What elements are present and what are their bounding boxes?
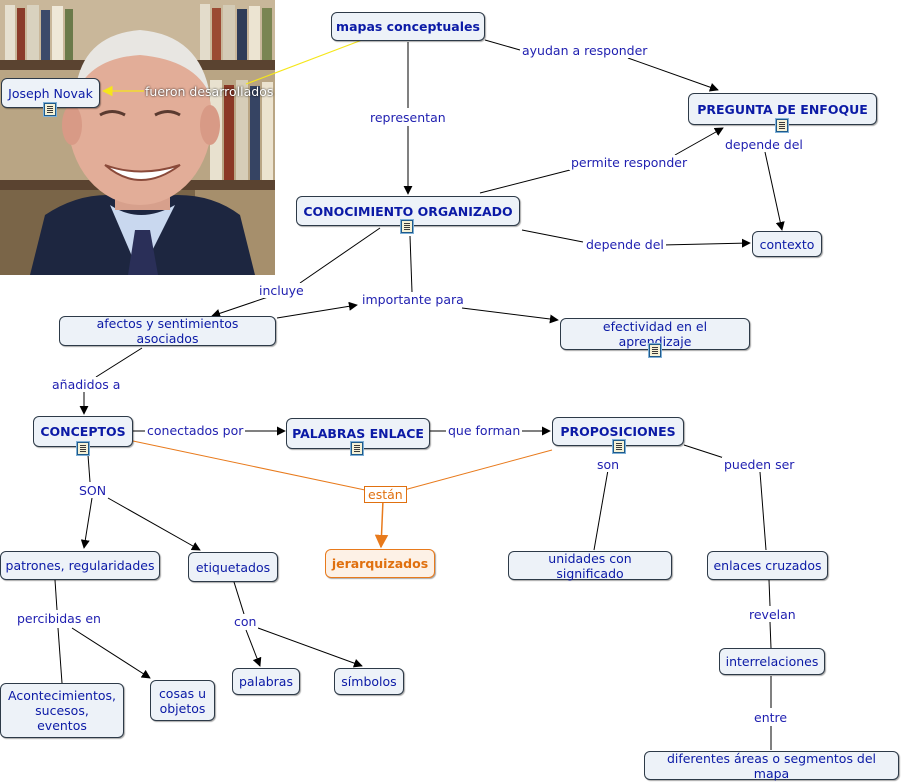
link-incluye[interactable]: incluye: [257, 283, 306, 298]
link-percibidas-en[interactable]: percibidas en: [15, 611, 103, 626]
link-importante-para[interactable]: importante para: [360, 292, 466, 307]
edge-conocimiento-importante: [409, 235, 413, 293]
link-entre[interactable]: entre: [752, 710, 790, 725]
edge-mapas-ayudan: [484, 39, 521, 51]
document-icon[interactable]: [77, 442, 89, 455]
edge-depende-contexto-2: [661, 238, 751, 248]
link-representan[interactable]: representan: [368, 110, 448, 125]
edge-pueden-enlaces: [759, 471, 767, 551]
link-anadidos-a[interactable]: añadidos a: [50, 377, 123, 392]
node-afectos-label: afectos y sentimientos asociados: [96, 316, 239, 346]
edge-son-etiquetados: [107, 497, 201, 551]
node-acontecimientos-label: Acontecimientos, sucesos, eventos: [7, 688, 116, 733]
document-icon[interactable]: [776, 119, 788, 132]
node-cosas-u-objetos[interactable]: cosas u objetos: [150, 680, 215, 721]
edge-conceptos-estan: [132, 440, 366, 491]
link-son-conceptos[interactable]: SON: [77, 483, 109, 498]
edge-conocimiento-depende: [521, 229, 584, 243]
node-conceptos-label: CONCEPTOS: [40, 424, 126, 439]
link-que-forman[interactable]: que forman: [446, 423, 523, 438]
node-simbolos[interactable]: símbolos: [334, 668, 404, 695]
node-etiquetados[interactable]: etiquetados: [188, 552, 278, 582]
node-jerarquizados[interactable]: jerarquizados: [325, 549, 435, 578]
node-pregunta-de-enfoque-label: PREGUNTA DE ENFOQUE: [697, 101, 868, 117]
edge-conceptos-son: [87, 454, 91, 483]
link-fueron-desarrollados[interactable]: fueron desarrollados: [145, 84, 274, 99]
edge-depende-contexto-1: [764, 151, 785, 231]
node-patrones[interactable]: patrones, regularidades: [0, 551, 160, 580]
node-palabras-enlace[interactable]: PALABRAS ENLACE: [286, 418, 430, 449]
edge-enlaces-revelan: [768, 579, 771, 607]
node-enlaces-cruzados[interactable]: enlaces cruzados: [707, 551, 828, 580]
node-palabras-enlace-label: PALABRAS ENLACE: [292, 426, 424, 441]
node-enlaces-cruzados-label: enlaces cruzados: [713, 558, 822, 573]
node-etiquetados-label: etiquetados: [195, 559, 271, 575]
node-diferentes-areas[interactable]: diferentes áreas o segmentos del mapa: [644, 750, 899, 781]
link-pueden-ser[interactable]: pueden ser: [722, 457, 797, 472]
edge-afectos-anadidos: [95, 347, 143, 378]
edge-mapas-fueron: [245, 39, 363, 85]
edge-conocimiento-permite: [479, 169, 571, 194]
node-jerarquizados-label: jerarquizados: [331, 556, 429, 571]
link-ayudan-a-responder[interactable]: ayudan a responder: [520, 43, 650, 58]
edge-ayudan-pregunta: [627, 57, 719, 92]
edge-proposiciones-estan: [403, 449, 553, 491]
document-icon[interactable]: [44, 103, 56, 116]
document-icon[interactable]: [613, 440, 625, 453]
node-efectividad-label: efectividad en el aprendizaje: [602, 319, 708, 349]
link-revelan[interactable]: revelan: [747, 607, 798, 622]
document-icon[interactable]: [649, 344, 661, 357]
node-interrelaciones-label: interrelaciones: [725, 654, 819, 669]
document-icon[interactable]: [351, 442, 363, 455]
link-permite-responder[interactable]: permite responder: [569, 155, 690, 170]
link-depende-del-pregunta[interactable]: depende del: [723, 137, 805, 152]
edge-percibidas-cosas: [71, 627, 151, 679]
edge-importante-efectividad: [461, 307, 559, 324]
node-simbolos-label: símbolos: [341, 674, 397, 689]
edge-revelan-interrelaciones: [769, 621, 772, 649]
edge-proposiciones-pueden: [683, 444, 725, 459]
edge-estan-jerarquizados: [374, 499, 389, 549]
edge-afectos-importante: [276, 301, 358, 319]
node-unidades[interactable]: unidades con significado: [508, 550, 672, 581]
link-son-proposiciones[interactable]: son: [595, 457, 622, 472]
node-palabras-label: palabras: [239, 674, 293, 689]
link-estan[interactable]: están: [364, 486, 407, 503]
edge-con-simbolos: [257, 627, 363, 668]
edge-percibidas-acontecimientos: [57, 627, 63, 684]
node-contexto-label: contexto: [759, 236, 815, 252]
node-afectos[interactable]: afectos y sentimientos asociados: [59, 316, 276, 346]
node-mapas-conceptuales[interactable]: mapas conceptuales: [331, 12, 485, 41]
edge-patrones-percibidas: [54, 579, 58, 611]
document-icon[interactable]: [401, 220, 413, 233]
node-proposiciones-label: PROPOSICIONES: [560, 424, 676, 439]
node-acontecimientos[interactable]: Acontecimientos, sucesos, eventos: [0, 683, 124, 738]
joseph-novak-photo: [0, 0, 275, 275]
node-diferentes-areas-label: diferentes áreas o segmentos del mapa: [666, 750, 877, 781]
edge-son-unidades: [593, 469, 609, 551]
edge-son-patrones: [80, 497, 93, 549]
node-conceptos[interactable]: CONCEPTOS: [33, 416, 133, 447]
node-conocimiento-organizado-label: CONOCIMIENTO ORGANIZADO: [303, 203, 513, 219]
edge-conocimiento-incluye: [299, 227, 381, 284]
edge-etiquetados-con: [233, 581, 245, 615]
edge-con-palabras: [245, 629, 262, 667]
node-patrones-label: patrones, regularidades: [5, 558, 155, 573]
node-interrelaciones[interactable]: interrelaciones: [719, 648, 825, 675]
link-depende-del-conocimiento[interactable]: depende del: [584, 237, 666, 252]
node-contexto[interactable]: contexto: [752, 231, 822, 257]
edge-incluye-afectos: [211, 296, 269, 318]
node-mapas-conceptuales-label: mapas conceptuales: [336, 19, 480, 34]
edge-permite-pregunta: [674, 127, 724, 156]
node-palabras[interactable]: palabras: [232, 668, 300, 695]
node-joseph-novak-label: Joseph Novak: [8, 85, 93, 101]
node-cosas-u-objetos-label: cosas u objetos: [158, 685, 207, 716]
link-con[interactable]: con: [232, 614, 259, 629]
link-conectados-por[interactable]: conectados por: [145, 423, 246, 438]
node-unidades-label: unidades con significado: [548, 550, 632, 581]
